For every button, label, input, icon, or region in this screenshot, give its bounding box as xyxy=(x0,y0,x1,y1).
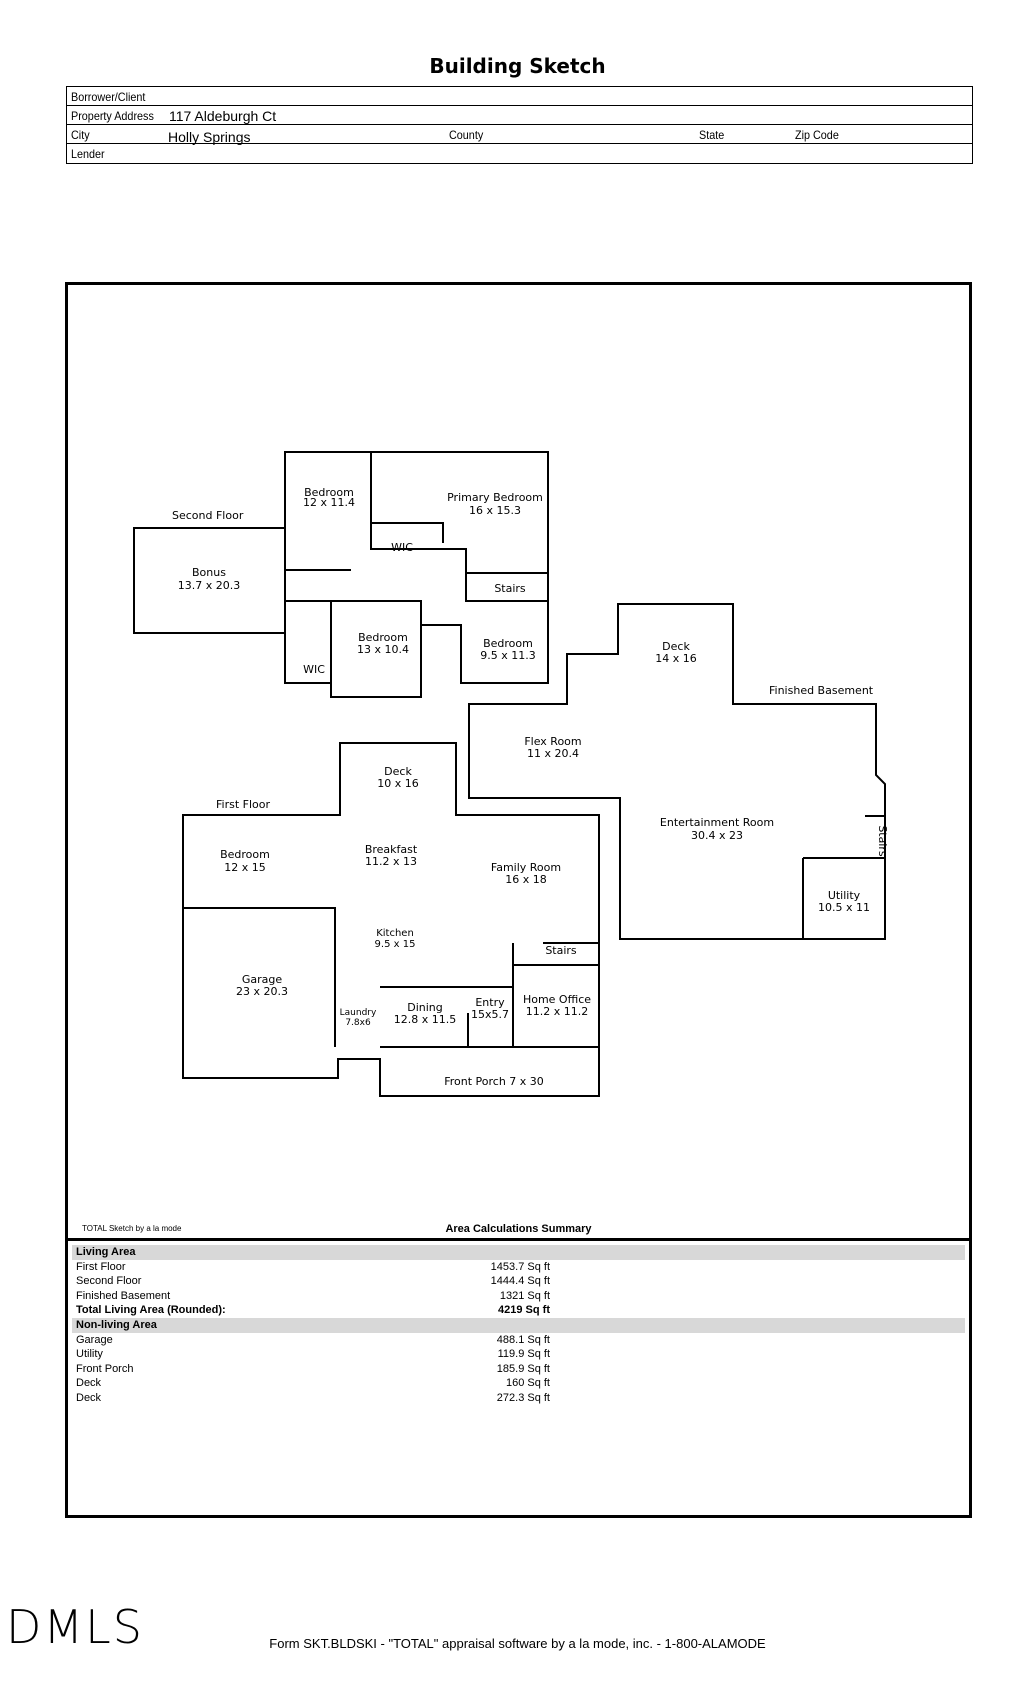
room-dim: 9.5 x 11.3 xyxy=(480,649,536,662)
room-name: Bedroom xyxy=(483,637,533,650)
room-dim: 16 x 18 xyxy=(505,873,547,886)
room-name: Bonus xyxy=(192,566,226,579)
room-name: Primary Bedroom xyxy=(447,491,543,504)
sketch-frame: Second Floor First Floor Finished Baseme… xyxy=(65,282,972,1518)
room-name: Laundry xyxy=(340,1008,377,1018)
room-dim: 10 x 16 xyxy=(377,777,419,790)
garage-walls xyxy=(183,907,336,1047)
room-name: Entertainment Room xyxy=(660,816,774,829)
finished-basement-label: Finished Basement xyxy=(769,684,874,697)
room-labels: Second Floor First Floor Finished Baseme… xyxy=(172,486,889,1088)
room-name: Deck xyxy=(384,765,412,778)
form-footer: Form SKT.BLDSKI - "TOTAL" appraisal soft… xyxy=(269,1636,766,1651)
zip-label: Zip Code xyxy=(795,128,839,142)
divider xyxy=(68,1238,969,1241)
room-name: Breakfast xyxy=(365,843,418,856)
borrower-label: Borrower/Client xyxy=(71,90,146,104)
room-name: Stairs xyxy=(876,825,889,857)
room-name: Bedroom xyxy=(358,631,408,644)
room-dim: 30.4 x 23 xyxy=(691,829,743,842)
room-name: Bedroom xyxy=(304,486,354,499)
room-name: Flex Room xyxy=(524,735,581,748)
borrower-row: Borrower/Client xyxy=(67,87,972,106)
room-name: WIC xyxy=(303,663,325,676)
room-dim: 11 x 20.4 xyxy=(527,747,579,760)
room-dim: 9.5 x 15 xyxy=(375,939,416,950)
property-header-table: Borrower/Client Property Address 117 Ald… xyxy=(66,86,973,164)
room-dim: 11.2 x 11.2 xyxy=(526,1005,589,1018)
lender-label: Lender xyxy=(71,147,105,161)
room-name: Kitchen xyxy=(376,928,414,939)
room-name: Deck xyxy=(662,640,690,653)
room-name: Entry xyxy=(475,996,505,1009)
room-name: Family Room xyxy=(491,861,561,874)
city-label: City xyxy=(71,128,90,142)
room-dim: 16 x 15.3 xyxy=(469,504,521,517)
room-dim: 15x5.7 xyxy=(471,1008,509,1021)
total-row: Total Living Area (Rounded):4219 Sq ft xyxy=(76,1304,550,1317)
page-title: Building Sketch xyxy=(429,54,606,78)
nonliving-area-header: Non-living Area xyxy=(72,1317,965,1333)
basement-walls xyxy=(468,603,886,940)
room-dim: 7.8x6 xyxy=(345,1018,371,1028)
room-name: Dining xyxy=(407,1001,443,1014)
city-value: Holly Springs xyxy=(168,129,251,145)
state-label: State xyxy=(699,128,725,142)
dmls-logo: DMLS xyxy=(6,1600,144,1654)
address-value: 117 Aldeburgh Ct xyxy=(169,108,277,124)
city-row: City Holly Springs County State Zip Code xyxy=(67,125,972,145)
room-dim: 23 x 20.3 xyxy=(236,985,288,998)
basement-inner xyxy=(802,815,886,939)
room-name: Bedroom xyxy=(220,848,270,861)
address-row: Property Address 117 Aldeburgh Ct xyxy=(67,106,972,125)
floor-plan: Second Floor First Floor Finished Baseme… xyxy=(133,451,889,1097)
kitchen-walls xyxy=(380,942,599,1048)
room-dim: 13.7 x 20.3 xyxy=(178,579,241,592)
room-name: Utility xyxy=(828,889,861,902)
room-name: Stairs xyxy=(545,944,577,957)
room-name: Stairs xyxy=(494,582,526,595)
sketch-credit: TOTAL Sketch by a la mode xyxy=(82,1224,182,1233)
room-dim: 14 x 16 xyxy=(655,652,697,665)
room-dim: 12.8 x 11.5 xyxy=(394,1013,457,1026)
living-area-header: Living Area xyxy=(72,1245,965,1260)
room-dim: 12 x 11.4 xyxy=(303,496,355,509)
room-dim: 12 x 15 xyxy=(224,861,266,874)
second-floor-walls xyxy=(133,451,549,698)
room-name: Front Porch 7 x 30 xyxy=(444,1075,544,1088)
room-name: Home Office xyxy=(523,993,591,1006)
address-label: Property Address xyxy=(71,109,154,123)
area-summary-title: Area Calculations Summary xyxy=(445,1223,592,1235)
room-dim: 13 x 10.4 xyxy=(357,643,409,656)
county-label: County xyxy=(449,128,484,142)
primary-bedroom-walls xyxy=(370,452,548,602)
room-dim: 10.5 x 11 xyxy=(818,901,870,914)
room-name: WIC xyxy=(391,541,413,554)
room-dim: 11.2 x 13 xyxy=(365,855,417,868)
entry-walls xyxy=(380,1013,599,1048)
second-floor-label: Second Floor xyxy=(172,509,244,522)
room-name: Garage xyxy=(242,973,283,986)
lender-row: Lender xyxy=(67,144,972,163)
first-floor-label: First Floor xyxy=(216,798,270,811)
first-floor-walls xyxy=(182,742,600,1097)
bath-walls xyxy=(285,569,422,683)
